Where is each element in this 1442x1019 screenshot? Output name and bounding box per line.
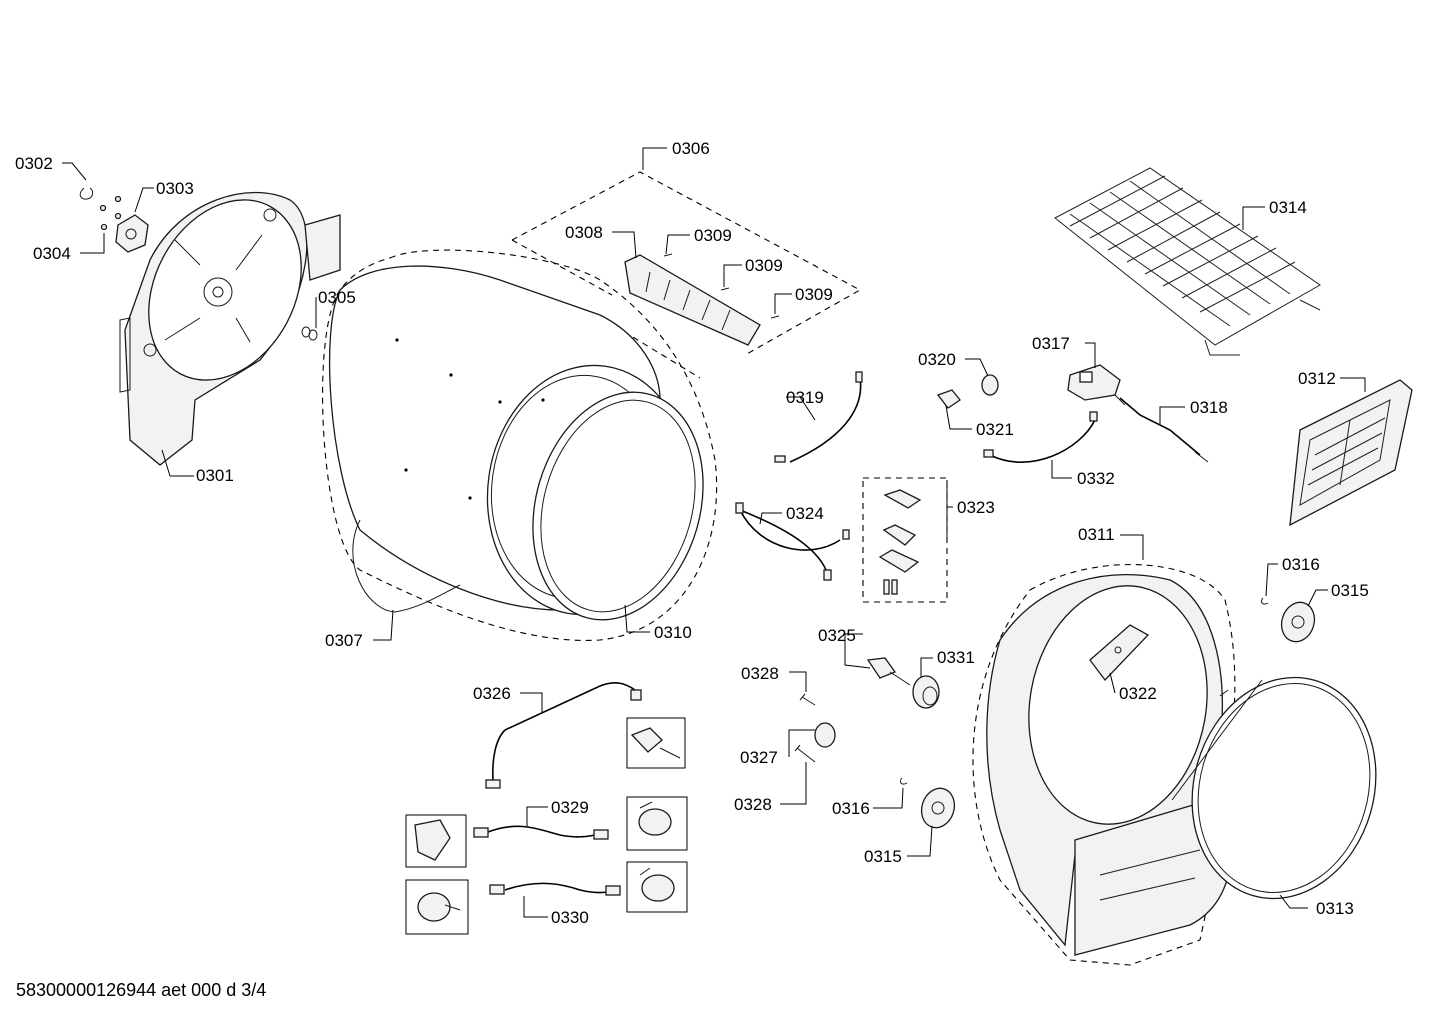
rings-part-0305[interactable] (301, 326, 318, 341)
rear-bulkhead-part[interactable] (119, 173, 341, 466)
label-0309a: 0309 (694, 226, 732, 245)
label-0311: 0311 (1078, 525, 1115, 544)
bearing-bracket-part[interactable] (115, 214, 149, 253)
label-0306: 0306 (672, 139, 710, 158)
label-0316a: 0316 (1282, 555, 1320, 574)
label-0305: 0305 (318, 288, 356, 307)
detail-box-thermostat-2 (626, 861, 688, 913)
wire-harness-part-0330[interactable] (489, 882, 621, 896)
roller-clip-part-b[interactable] (899, 777, 908, 785)
connector-kit-part-0323[interactable] (862, 477, 948, 603)
screw-part-0328a[interactable] (799, 693, 816, 706)
screw-part-0328b[interactable] (794, 744, 816, 763)
label-0321: 0321 (976, 420, 1014, 439)
sensor-housing-part[interactable] (1067, 364, 1121, 401)
drum-lamp-part[interactable] (1089, 624, 1150, 682)
detail-box-heater-connector (626, 717, 686, 769)
drum-seal-ring-part[interactable] (507, 372, 729, 640)
sensor-part-0321[interactable] (936, 389, 961, 409)
drying-rack-part[interactable] (1054, 167, 1321, 356)
label-0301: 0301 (196, 466, 234, 485)
wire-harness-part-0329[interactable] (473, 825, 609, 840)
label-0309b: 0309 (745, 256, 783, 275)
lint-filter-part[interactable] (1289, 379, 1413, 527)
drum-roller-part-a[interactable] (1277, 598, 1320, 646)
label-0329: 0329 (551, 798, 589, 817)
door-seal-part[interactable] (1167, 656, 1402, 921)
label-0304: 0304 (33, 244, 71, 263)
label-0303: 0303 (156, 179, 194, 198)
label-0307: 0307 (325, 631, 363, 650)
label-0331: 0331 (937, 648, 975, 667)
label-0308: 0308 (565, 223, 603, 242)
label-0328b: 0328 (734, 795, 772, 814)
label-0320: 0320 (918, 350, 956, 369)
wire-harness-part-0332[interactable] (983, 411, 1098, 463)
label-0316b: 0316 (832, 799, 870, 818)
label-0330: 0330 (551, 908, 589, 927)
drum-roller-part-b[interactable] (917, 784, 960, 832)
front-bulkhead-part[interactable] (986, 572, 1232, 956)
thermal-fuse-part-0331[interactable] (912, 675, 940, 709)
label-0326: 0326 (473, 684, 511, 703)
wire-harness-part-0324[interactable] (735, 502, 850, 581)
label-0312: 0312 (1298, 369, 1336, 388)
label-0309c: 0309 (795, 285, 833, 304)
detail-box-thermostat-1 (626, 796, 688, 851)
leader-lines (62, 147, 1366, 918)
roller-clip-part-a[interactable] (1260, 597, 1269, 605)
label-0313: 0313 (1316, 899, 1354, 918)
thermostat-part-0325[interactable] (866, 657, 911, 686)
label-0315b: 0315 (864, 847, 902, 866)
label-0318: 0318 (1190, 398, 1228, 417)
label-0319: 0319 (786, 388, 824, 407)
cable-part-0318[interactable] (1114, 394, 1209, 463)
label-0302: 0302 (15, 154, 53, 173)
wire-harness-part-0319[interactable] (774, 371, 863, 463)
label-0323: 0323 (957, 498, 995, 517)
label-0317: 0317 (1032, 334, 1070, 353)
document-code: 58300000126944 aet 000 d 3/4 (16, 980, 267, 1000)
label-0327: 0327 (740, 748, 778, 767)
cap-part-0320[interactable] (981, 374, 999, 396)
label-0328a: 0328 (741, 664, 779, 683)
baffle-part[interactable] (624, 254, 761, 346)
label-0314: 0314 (1269, 198, 1307, 217)
label-0325: 0325 (818, 626, 856, 645)
label-0322: 0322 (1119, 684, 1157, 703)
detail-box-motor (405, 879, 469, 935)
heater-wire-part-0326[interactable] (485, 681, 642, 789)
detail-box-motor-switch (405, 814, 467, 868)
label-0315a: 0315 (1331, 581, 1369, 600)
baffle-pins-part[interactable] (663, 253, 780, 319)
screws-part-0304[interactable] (99, 195, 122, 231)
part-labels: 0302 0303 0304 0305 0301 0306 0308 0309 … (15, 139, 1369, 927)
label-0324: 0324 (786, 504, 824, 523)
label-0332: 0332 (1077, 469, 1115, 488)
label-0310: 0310 (654, 623, 692, 642)
sensor-part-0327[interactable] (814, 722, 836, 748)
clip-part-0302[interactable] (79, 187, 94, 200)
